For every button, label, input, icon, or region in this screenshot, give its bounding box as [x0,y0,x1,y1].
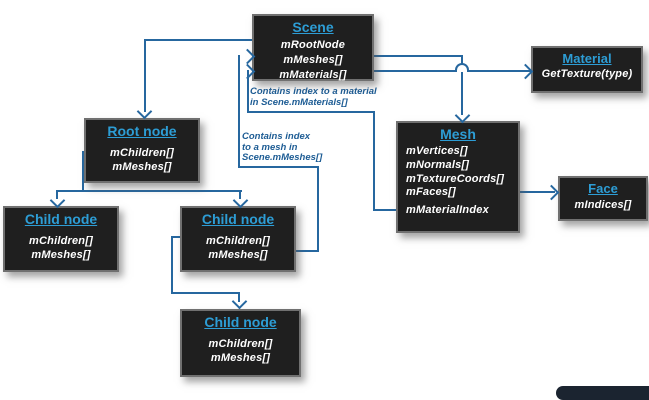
root-node-title: Root node [107,123,177,139]
connector-scene-mesh-v [461,55,463,115]
connector-materialindex-h1 [373,209,398,211]
connector-children-v [82,151,84,192]
child3-item-mmeshes: mMeshes[] [210,352,271,364]
material-title: Material [562,51,612,66]
child-node-title: Child node [24,211,98,227]
line-hop [455,63,469,72]
material-item-gettexture: GetTexture(type) [541,68,633,80]
annotation-mesh-index: Contains index to a mesh in Scene.mMeshe… [242,131,323,164]
annotation-line: Contains index [242,131,311,142]
arrowhead-into-child3-icon [231,293,248,310]
connector-materialindex-h2 [247,111,375,113]
child1-item-mmeshes: mMeshes[] [31,249,91,261]
connector-materialindex-v1 [373,111,375,211]
root-item-mmeshes: mMeshes[] [112,161,172,173]
connector-rootnode-v [144,39,146,112]
connector-children-hbar [56,190,242,192]
annotation-line: Contains index to a material [250,86,377,97]
face-item-mindices: mIndices[] [574,199,632,211]
connector-meshindex-h2 [238,166,319,168]
mesh-title: Mesh [440,126,476,142]
scene-item-mrootnode: mRootNode [280,39,346,51]
connector-meshindex-h1 [296,250,319,252]
child-node-2: Child node mChildren[] mMeshes[] [180,206,296,272]
connector-meshindex-v2 [238,55,240,168]
scene-title: Scene [292,19,334,35]
connector-materialindex-v2 [247,70,249,113]
mesh-item-mfaces: mFaces[] [406,186,456,199]
root-item-mchildren: mChildren[] [110,147,174,159]
child2-item-mchildren: mChildren[] [206,235,270,247]
connector-child1-stub [56,190,58,199]
scene-item-mmaterials: mMaterials[] [279,69,347,81]
connector-child3-v [171,236,173,294]
child-node-title: Child node [201,211,275,227]
connector-rootnode-h [144,39,254,41]
child-node-title: Child node [204,314,277,330]
scene-node: Scene mRootNode mMeshes[] mMaterials[] [252,14,374,81]
connector-mesh-face-h [518,191,555,193]
connector-child3-stub [238,292,240,302]
connector-scene-mesh-h [372,55,463,57]
mesh-item-mtexturecoords: mTextureCoords[] [406,172,505,185]
connector-meshindex-v1 [317,166,319,252]
mesh-item-mnormals: mNormals[] [406,158,470,171]
child3-item-mchildren: mChildren[] [208,338,273,350]
arrowhead-into-face-icon [543,184,560,201]
annotation-line: to a mesh in [242,141,298,153]
annotation-line: in Scene.mMaterials[] [250,96,348,108]
mesh-item-mvertices: mVertices[] [406,145,468,157]
scene-item-mmeshes: mMeshes[] [283,54,343,66]
material-node: Material GetTexture(type) [531,46,643,93]
child2-item-mmeshes: mMeshes[] [208,249,268,261]
connector-child3-h1 [171,236,182,238]
connector-scene-material-h [372,70,531,72]
mesh-item-mmaterialindex: mMaterialIndex [406,204,489,217]
face-node: Face mIndices[] [558,176,648,221]
face-title: Face [588,181,618,196]
annotation-material-index: Contains index to a material in Scene.mM… [250,86,377,108]
connector-child3-h2 [171,292,240,294]
child1-item-mchildren: mChildren[] [29,235,93,247]
annotation-line: Scene.mMeshes[] [242,152,323,163]
root-node: Root node mChildren[] mMeshes[] [84,118,200,183]
connector-child2-stub [239,190,241,199]
mesh-node: Mesh mVertices[] mNormals[] mTextureCoor… [396,121,520,233]
arrowhead-into-rootnode-icon [136,103,153,120]
child-node-1: Child node mChildren[] mMeshes[] [3,206,119,272]
bottom-right-bar [556,386,649,400]
child-node-3: Child node mChildren[] mMeshes[] [180,309,301,377]
